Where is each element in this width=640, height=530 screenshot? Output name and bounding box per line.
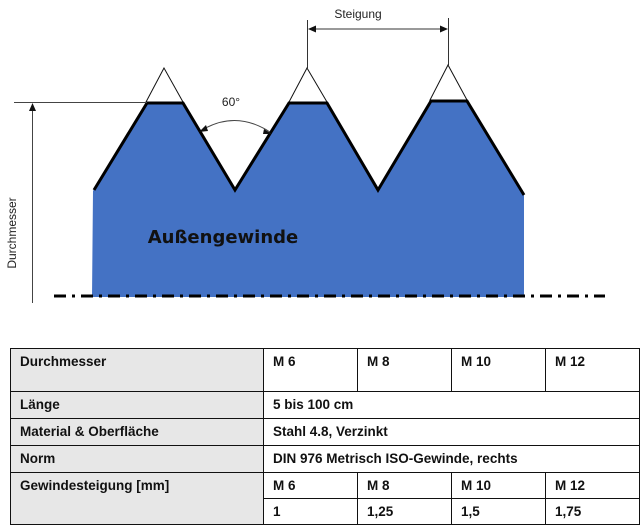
row-label-norm: Norm xyxy=(10,445,264,473)
table-row-diameter: Durchmesser M 6 M 8 M 10 M 12 xyxy=(10,348,640,392)
table-row-pitch-values: 1 1,25 1,5 1,75 xyxy=(11,498,640,525)
pitch-value-m6: 1 xyxy=(263,498,358,525)
thread-body xyxy=(92,101,524,297)
table-row-norm: Norm DIN 976 Metrisch ISO-Gewinde, recht… xyxy=(10,445,640,473)
angle-label: 60° xyxy=(222,95,240,109)
pitch-label: Steigung xyxy=(334,7,381,21)
pitch-size-m6: M 6 xyxy=(263,472,358,499)
pitch-value-m12: 1,75 xyxy=(545,498,640,525)
table-row-pitch-sizes: Gewindesteigung [mm] M 6 M 8 M 10 M 12 xyxy=(10,472,640,525)
diameter-arrow-up-icon xyxy=(29,103,36,111)
length-value: 5 bis 100 cm xyxy=(263,391,640,419)
pitch-size-m10: M 10 xyxy=(451,472,546,499)
peak-tip-3 xyxy=(429,63,468,101)
pitch-value-m10: 1,5 xyxy=(451,498,546,525)
diameter-value-m10: M 10 xyxy=(451,348,546,392)
angle-arrow-right-icon xyxy=(263,129,272,134)
peak-tip-2 xyxy=(288,66,328,103)
pitch-arrow-right-icon xyxy=(440,25,448,33)
pitch-arrow-left-icon xyxy=(308,25,316,33)
diameter-dimension: Durchmesser xyxy=(5,102,147,303)
row-label-material: Material & Oberfläche xyxy=(10,418,264,446)
diameter-label: Durchmesser xyxy=(5,197,19,268)
diameter-value-m8: M 8 xyxy=(357,348,452,392)
thread-outline xyxy=(92,99,526,196)
row-label-pitch: Gewindesteigung [mm] xyxy=(10,472,264,525)
diameter-value-m12: M 12 xyxy=(545,348,640,392)
body-label: Außengewinde xyxy=(148,227,299,248)
pitch-size-m12: M 12 xyxy=(545,472,640,499)
table-row-material: Material & Oberfläche Stahl 4.8, Verzink… xyxy=(10,418,640,446)
diameter-value-m6: M 6 xyxy=(263,348,358,392)
pitch-size-m8: M 8 xyxy=(357,472,452,499)
pitch-dimension: Steigung xyxy=(307,7,449,68)
pitch-value-m8: 1,25 xyxy=(357,498,452,525)
table-row-length: Länge 5 bis 100 cm xyxy=(10,391,640,419)
thread-diagram: Steigung 60° Durchmesser Außengewinde xyxy=(5,7,605,303)
row-label-length: Länge xyxy=(10,391,264,419)
norm-value: DIN 976 Metrisch ISO-Gewinde, rechts xyxy=(263,445,640,473)
angle-annotation: 60° xyxy=(199,95,272,134)
angle-arrow-left-icon xyxy=(199,125,208,132)
row-label-diameter: Durchmesser xyxy=(10,348,264,392)
peak-tip-1 xyxy=(145,66,184,103)
spec-table: Durchmesser M 6 M 8 M 10 M 12 Länge 5 bi… xyxy=(10,348,640,525)
material-value: Stahl 4.8, Verzinkt xyxy=(263,418,640,446)
angle-arc xyxy=(201,120,271,133)
